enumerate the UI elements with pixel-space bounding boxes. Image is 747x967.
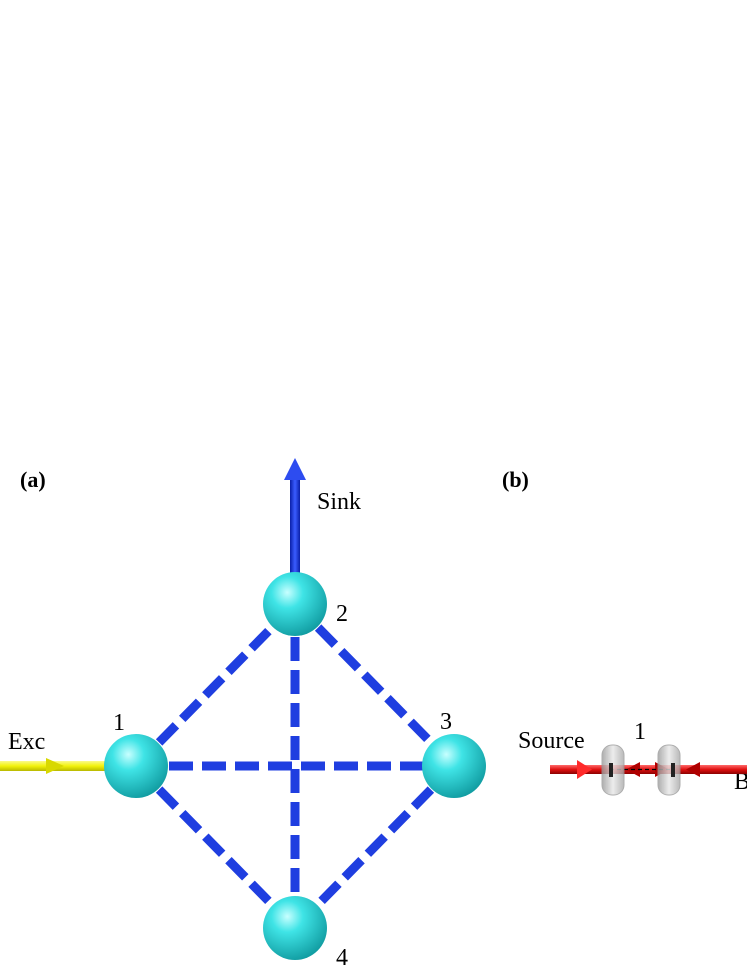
edge-1-4	[132, 762, 299, 932]
edge-3-4	[291, 762, 458, 932]
edge-1-2	[132, 600, 299, 770]
beam-arrow-icon	[686, 762, 700, 777]
node-label-2: 2	[336, 601, 348, 627]
truncated-label: B	[734, 769, 747, 795]
sink-arrow	[284, 458, 306, 588]
excitation-arrow	[0, 758, 110, 774]
edges-group	[132, 600, 458, 932]
beam-arrow-icon	[577, 760, 592, 779]
cavity-node-label: 1	[634, 719, 646, 745]
node-label-4: 4	[336, 945, 348, 967]
edge-2-3	[291, 600, 458, 770]
panel-a: (a) Sink Exc 1 2 3 4	[0, 458, 486, 967]
node-labels-group: 1 2 3 4	[113, 601, 452, 967]
panel-a-label: (a)	[20, 467, 46, 492]
mirror-right	[657, 744, 681, 796]
node-2	[263, 572, 327, 636]
node-1	[104, 734, 168, 798]
sink-label: Sink	[317, 489, 361, 515]
excitation-label: Exc	[8, 729, 45, 755]
panel-b: (b) Source 1 B	[502, 467, 747, 796]
mirror-left	[601, 744, 625, 796]
source-label: Source	[518, 728, 585, 754]
node-4	[263, 896, 327, 960]
panel-b-label: (b)	[502, 467, 529, 492]
laser-beam	[550, 760, 747, 779]
node-label-3: 3	[440, 709, 452, 735]
nodes-group	[104, 572, 486, 960]
node-3	[422, 734, 486, 798]
node-label-1: 1	[113, 710, 125, 736]
